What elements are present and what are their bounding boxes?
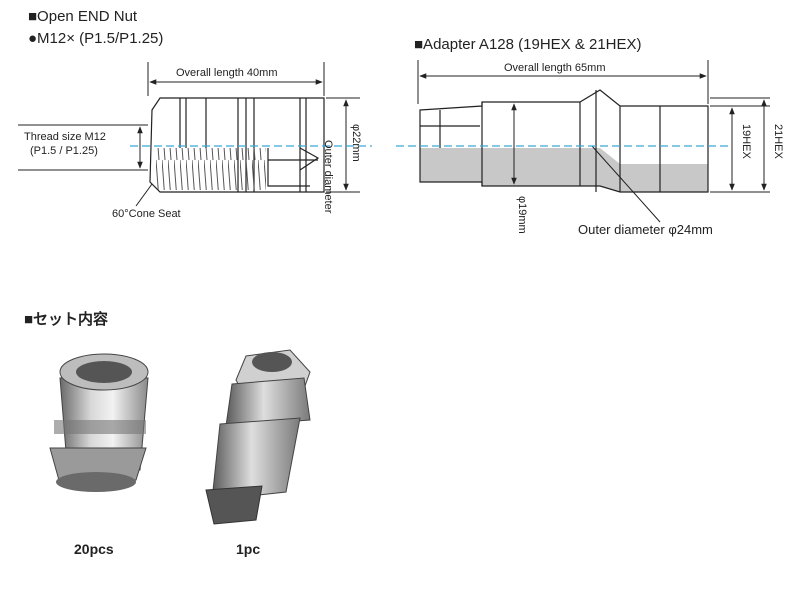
thread-pitch-label: (P1.5 / P1.25) [30,145,98,157]
thread-size-label: Thread size M12 [24,131,106,143]
adapter-section-fill [420,148,708,192]
cone-seat-label: 60°Cone Seat [112,208,181,220]
lug-nut-photo [49,353,149,492]
adapter-length-label: Overall length 65mm [504,62,606,74]
adapter-title: ■Adapter A128 (19HEX & 21HEX) [414,36,642,53]
adapter-drawing [419,89,709,193]
set-item-label: 20pcs [74,541,114,557]
set-item-label: 1pc [236,541,261,557]
nut-title: ■Open END Nut [28,8,138,25]
nut-thread-spec: ●M12× (P1.5/P1.25) [28,30,164,47]
thread-hatch [156,148,266,190]
adapter-outer-diameter-label: Outer diameter φ24mm [578,222,713,237]
adapter-key-photo [205,349,311,525]
nut-length-label: Overall length 40mm [176,67,278,79]
set-title: ■セット内容 [24,311,109,328]
